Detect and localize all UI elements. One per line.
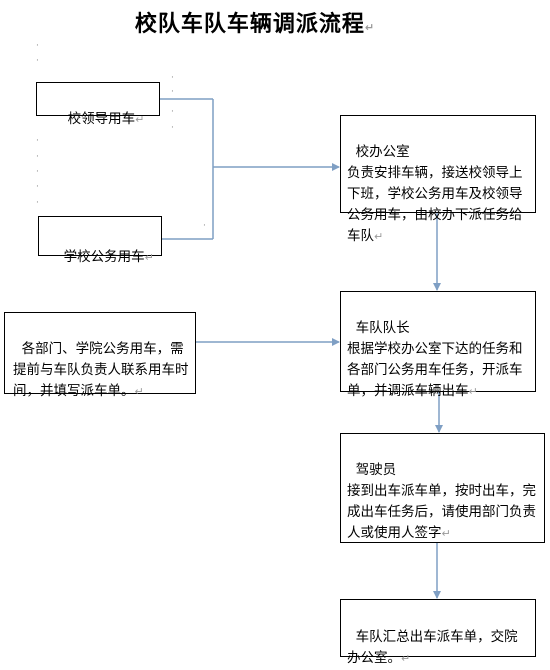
box-team-captain: 车队队长 根据学校办公室下达的任务和各部门公务用车任务，开派车单，并调派车辆出车… — [340, 291, 536, 399]
paragraph-dot: · — [171, 107, 174, 117]
paragraph-dot: · — [36, 41, 39, 51]
paragraph-dot: · — [171, 87, 174, 97]
paragraph-dot: · — [36, 198, 39, 208]
box-departments: 各部门、学院公务用车，需提前与车队负责人联系用车时间，并填写派车单。↵ — [4, 312, 196, 399]
paragraph-dot: · — [36, 136, 39, 146]
paragraph-dot: · — [203, 221, 206, 231]
page-title: 校队车队车辆调派流程↵ — [134, 12, 376, 37]
paragraph-dot: · — [36, 152, 39, 162]
paragraph-dot: · — [36, 167, 39, 177]
paragraph-dot: · — [171, 73, 174, 83]
box-leader-car: 校领导用车↵ — [36, 82, 160, 127]
paragraph-dot: · — [36, 182, 39, 192]
box-school-car: 学校公务用车↵ — [38, 216, 162, 265]
box-driver: 驾驶员 接到出车派车单，按时出车，完成出车任务后，请使用部门负责人或使用人签字↵ — [340, 433, 545, 543]
paragraph-dot: · — [171, 123, 174, 133]
paragraph-dot: · — [36, 56, 39, 66]
box-summary: 车队汇总出车派车单，交院办公室。↵ — [340, 599, 536, 666]
box-school-office: 校办公室 负责安排车辆，接送校领导上下班，学校公务用车及校领导公务用车，由校办下… — [340, 115, 536, 244]
